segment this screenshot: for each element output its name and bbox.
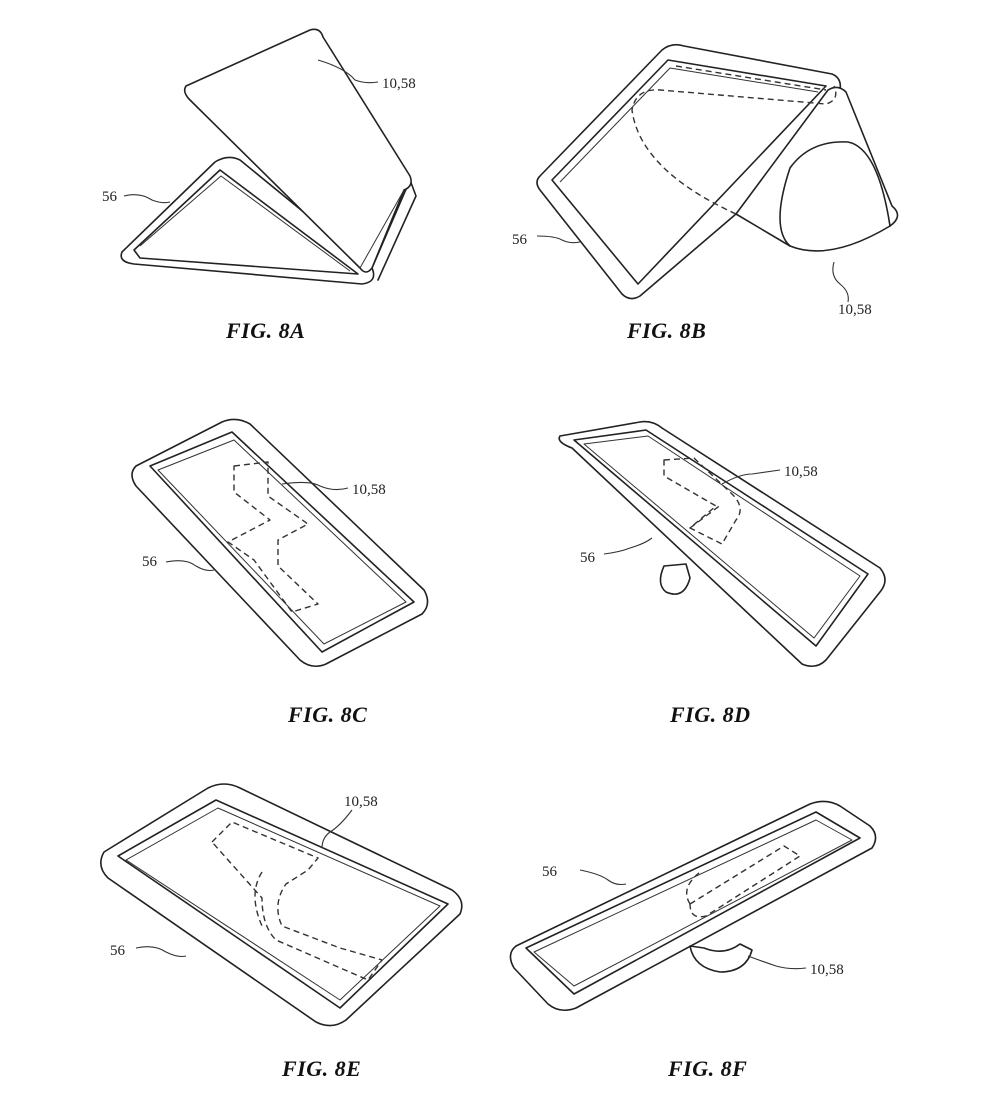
case-frame: [509, 800, 877, 1012]
leader-line: [123, 194, 171, 204]
ref-label-display: 10,58: [382, 76, 416, 92]
fold-line: [686, 871, 701, 905]
ref-label-display: 10,58: [784, 464, 818, 480]
figure-caption: FIG. 8B: [626, 318, 706, 343]
leader-line: [281, 481, 349, 491]
leader-line: [165, 560, 215, 572]
ref-label-case: 56: [102, 189, 118, 205]
leader-line: [579, 869, 627, 886]
figure-caption: FIG. 8A: [225, 318, 305, 343]
fold-line: [689, 503, 723, 529]
leader-line: [603, 537, 653, 555]
ref-label-case: 56: [512, 232, 528, 248]
fold-line: [254, 871, 263, 927]
flexible-display-panel: [631, 65, 899, 252]
leader-line: [832, 261, 849, 303]
ref-label-display: 10,58: [344, 794, 378, 810]
figure-caption: FIG. 8F: [667, 1056, 747, 1081]
figure-8e: 10,58 56 FIG. 8E: [100, 783, 463, 1081]
display-region-outline: [689, 845, 801, 918]
figure-8c: 10,58 56 FIG. 8C: [131, 418, 429, 727]
figure-8a: 10,58 56 FIG. 8A: [102, 28, 417, 343]
figure-8b: 56 10,58 FIG. 8B: [512, 43, 899, 343]
leader-line: [317, 59, 379, 84]
leader-line: [135, 946, 187, 958]
flexible-display-tab: [659, 563, 691, 595]
case-frame: [100, 783, 463, 1027]
case-frame: [120, 156, 417, 285]
leader-line: [747, 955, 807, 970]
leader-line: [321, 809, 353, 849]
figure-caption: FIG. 8E: [281, 1056, 361, 1081]
ref-label-display: 10,58: [810, 962, 844, 978]
figure-caption: FIG. 8C: [287, 702, 367, 727]
figure-8f: 56 10,58 FIG. 8F: [509, 800, 877, 1081]
ref-label-display: 10,58: [838, 302, 872, 318]
figure-caption: FIG. 8D: [669, 702, 751, 727]
flexible-display-tab: [689, 943, 753, 973]
ref-label-display: 10,58: [352, 482, 386, 498]
case-frame: [131, 418, 429, 668]
figure-8d: 10,58 56 FIG. 8D: [558, 420, 886, 727]
ref-label-case: 56: [110, 943, 126, 959]
leader-line: [536, 235, 581, 244]
display-region-outline: [211, 821, 383, 981]
ref-label-case: 56: [542, 864, 558, 880]
ref-label-case: 56: [142, 554, 158, 570]
flexible-display-panel: [183, 28, 412, 273]
case-frame: [558, 420, 886, 668]
ref-label-case: 56: [580, 550, 596, 566]
leader-line: [721, 469, 781, 485]
display-region-outline: [227, 461, 319, 613]
